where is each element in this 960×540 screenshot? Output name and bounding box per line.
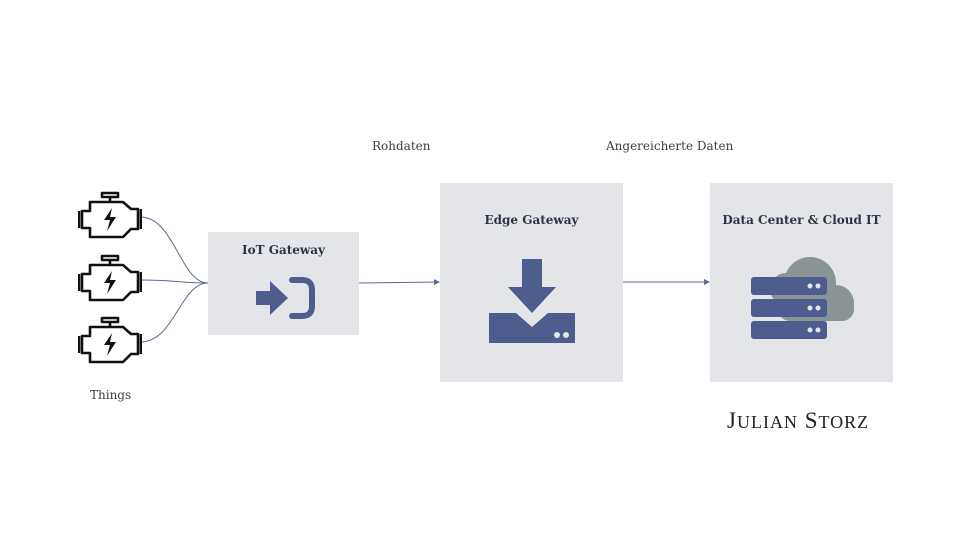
edge-gateway-box: Edge Gateway [440,183,623,382]
sign-in-arrow-icon [256,277,315,319]
iot-gateway-title: IoT Gateway [241,243,325,257]
engine-lightning-icon [78,316,142,364]
angereicherte-daten-label: Angereicherte Daten [606,139,734,153]
engine-lightning-icon [78,191,142,239]
server-cloud-icon [751,257,854,339]
connector-thing-1-to-iot [139,216,209,284]
iot-gateway-box: IoT Gateway [208,232,359,335]
datacenter-title: Data Center & Cloud IT [722,213,881,227]
edge-gateway-title: Edge Gateway [484,213,579,227]
connector-thing-2-to-iot [139,279,209,284]
download-tray-icon [489,259,575,343]
brand-logo: JULIAN STORZ [727,408,870,433]
arrow-iot-to-edge [358,279,440,286]
datacenter-box: Data Center & Cloud IT [710,183,893,382]
engine-lightning-icon [78,254,142,302]
rohdaten-label: Rohdaten [372,139,431,153]
connector-thing-3-to-iot [139,282,209,343]
server-stack [751,277,827,339]
things-label: Things [90,388,132,402]
